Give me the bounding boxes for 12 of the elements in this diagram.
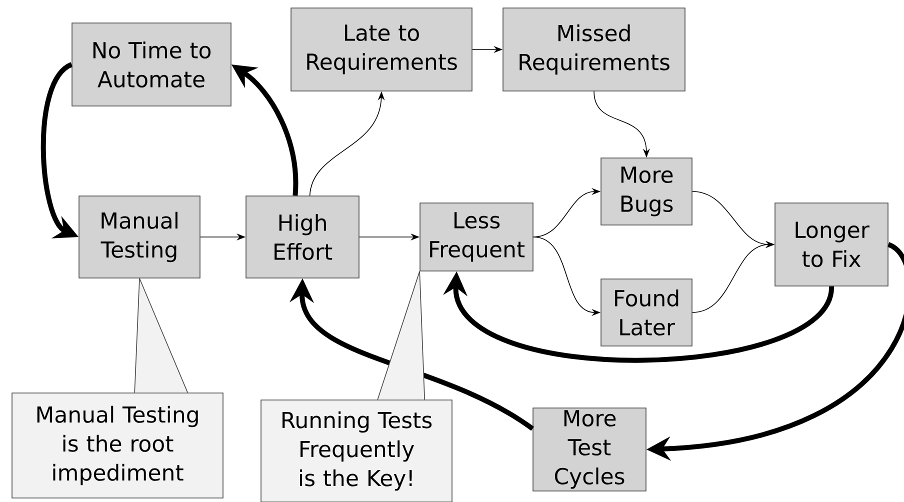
leader-line bbox=[134, 278, 140, 393]
process-box: High Effort bbox=[246, 196, 360, 278]
process-box: More Bugs bbox=[600, 158, 692, 226]
callout-box: Running Tests Frequently is the Key! bbox=[260, 400, 452, 502]
process-box: Manual Testing bbox=[78, 196, 200, 278]
process-box: Missed Requirements bbox=[502, 8, 686, 92]
process-box: More Test Cycles bbox=[532, 408, 646, 492]
process-box: Longer to Fix bbox=[774, 202, 888, 286]
process-box: No Time to Automate bbox=[72, 22, 232, 106]
process-box: Less Frequent bbox=[420, 202, 534, 272]
process-box: Late to Requirements bbox=[290, 8, 472, 92]
process-box: Found Later bbox=[600, 278, 692, 346]
